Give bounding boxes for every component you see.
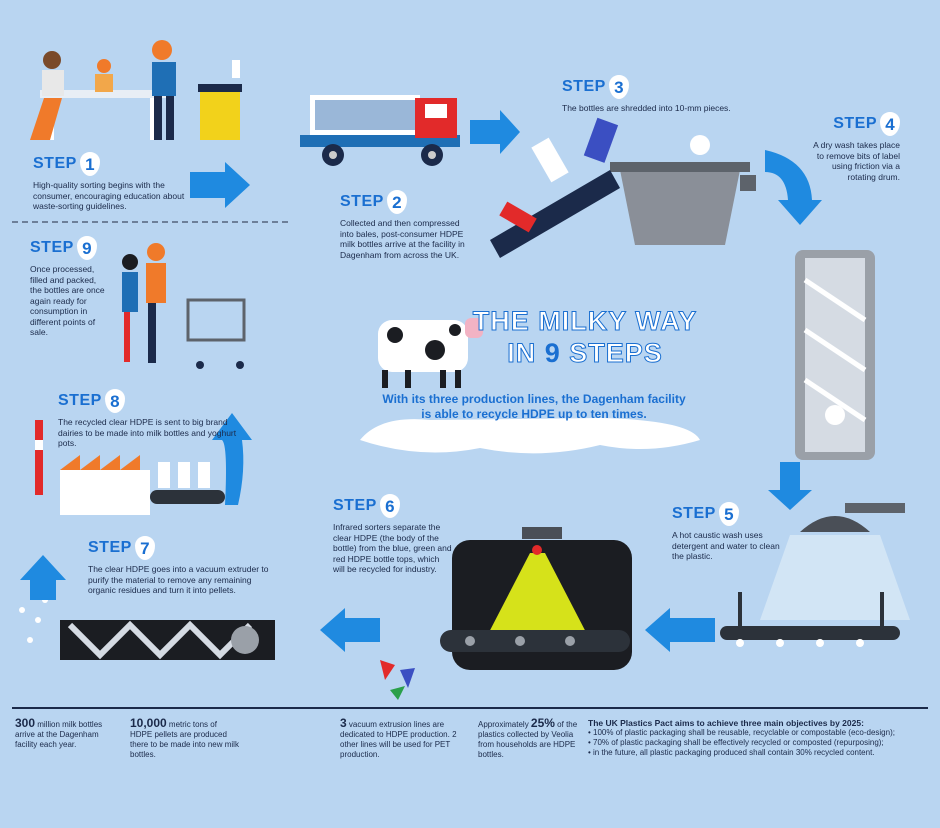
footer-stat-hdpe-share: Approximately 25% of the plastics collec… <box>478 716 578 759</box>
extruder-illustration <box>19 597 275 660</box>
truck-illustration <box>300 95 460 166</box>
arrow-step2-to-3 <box>470 110 520 154</box>
arrow-step3-to-4 <box>765 150 822 225</box>
step-7-description: The clear HDPE goes into a vacuum extrud… <box>88 564 269 595</box>
step-number-8: 8 <box>104 389 125 413</box>
step-number-3: 3 <box>608 75 629 99</box>
family-table-illustration <box>30 40 242 140</box>
arrow-step4-to-5 <box>768 462 812 510</box>
step-1-description: High-quality sorting begins with the con… <box>33 180 185 211</box>
plastics-pact-item: • 70% of plastic packaging shall be effe… <box>588 738 884 747</box>
arrow-step7-to-8 <box>20 555 66 600</box>
footer-stat-extrusion-lines: 3 vacuum extrusion lines are dedicated t… <box>340 716 457 759</box>
subtitle: With its three production lines, the Dag… <box>382 392 686 421</box>
step-6-description: Infrared sorters separate the clear HDPE… <box>333 522 452 574</box>
arrow-step5-to-6 <box>645 608 715 652</box>
step-number-1: 1 <box>79 152 100 176</box>
cow-illustration <box>360 318 700 454</box>
step-5-description: A hot caustic wash uses detergent and wa… <box>672 530 780 561</box>
footer-stat-bottles: 300 million milk bottles arrive at the D… <box>15 716 103 749</box>
step-number-6: 6 <box>379 494 400 518</box>
footer-stat-pellets: 10,000 metric tons of HDPE pellets are p… <box>130 716 239 759</box>
step-number-5: 5 <box>718 502 739 526</box>
rotating-drum-illustration <box>795 250 875 460</box>
shredder-illustration <box>490 117 756 258</box>
dairy-factory-illustration <box>35 420 225 515</box>
plastics-pact-item: • 100% of plastic packaging shall be reu… <box>588 728 895 737</box>
step-number-2: 2 <box>386 190 407 214</box>
flow-arrows <box>20 110 822 652</box>
main-title: THE MILKY WAY IN 9 STEPS <box>470 305 700 369</box>
shopping-family-illustration <box>122 243 246 369</box>
step-4-description: A dry wash takes place to remove bits of… <box>813 140 900 182</box>
step-number-9: 9 <box>76 236 97 260</box>
arrow-step6-to-7 <box>320 608 380 652</box>
title-line1: THE MILKY WAY <box>472 306 698 337</box>
hot-wash-illustration <box>720 503 910 647</box>
plastics-pact-title: The UK Plastics Pact aims to achieve thr… <box>588 718 864 728</box>
arrow-step8-to-9 <box>210 413 252 505</box>
title-line2: IN 9 STEPS <box>507 338 663 369</box>
footer-plastics-pact: The UK Plastics Pact aims to achieve thr… <box>588 718 928 758</box>
infrared-sorter-illustration <box>380 527 632 700</box>
step-9-description: Once processed, filled and packed, the b… <box>30 264 105 337</box>
arrow-step1-to-2 <box>190 162 250 208</box>
step-number-4: 4 <box>880 112 900 136</box>
step-2-description: Collected and then compressed into bales… <box>340 218 465 260</box>
plastics-pact-item: • in the future, all plastic packaging p… <box>588 748 875 757</box>
step-3-description: The bottles are shredded into 10-mm piec… <box>562 103 731 113</box>
step-number-7: 7 <box>134 536 155 560</box>
step-8-description: The recycled clear HDPE is sent to big b… <box>58 417 237 448</box>
